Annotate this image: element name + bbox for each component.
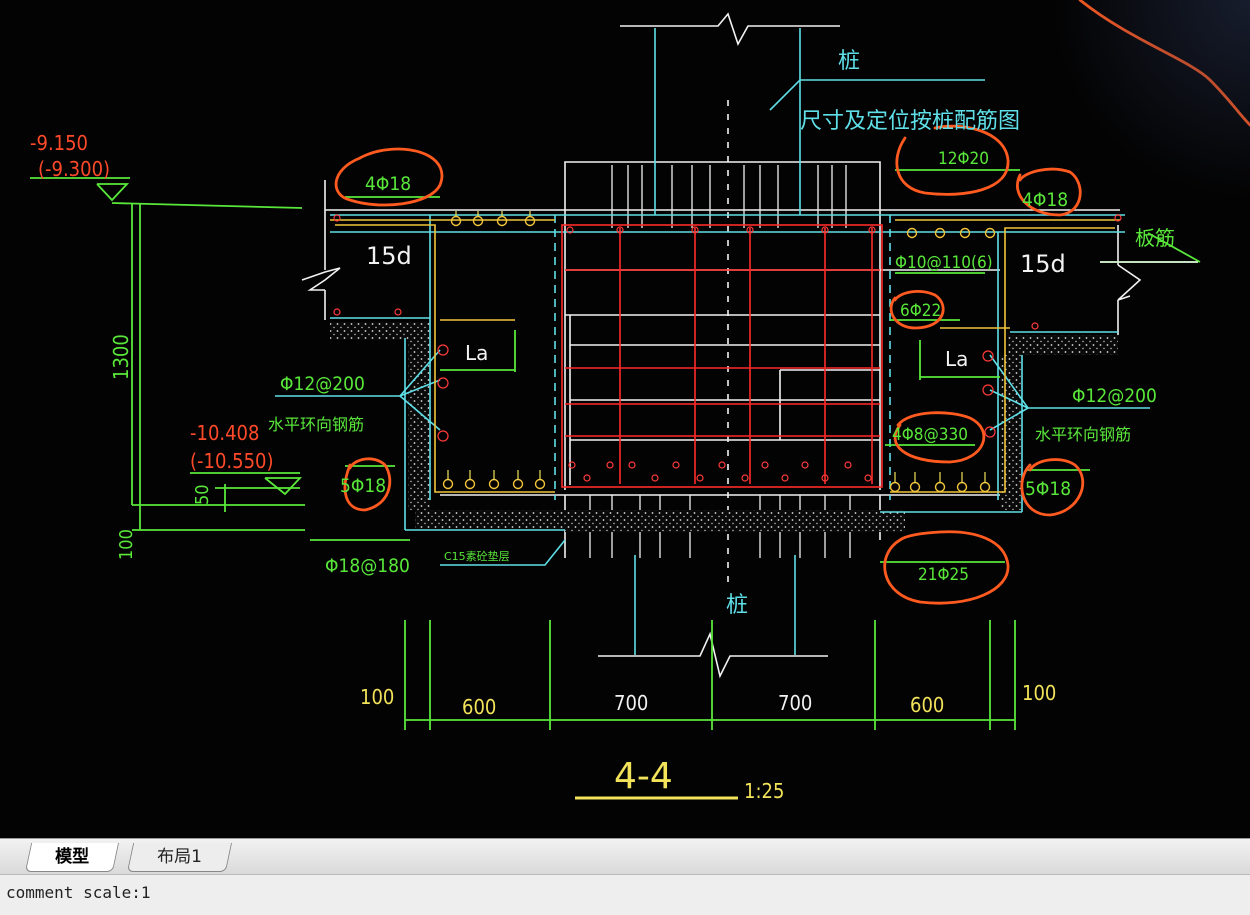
green-dimensions <box>30 169 1201 730</box>
command-line-text: comment scale:1 <box>6 883 151 902</box>
dim-bottom-5: 100 <box>1022 681 1056 705</box>
la-left: La <box>465 341 488 365</box>
elevation-bottom-2: (-10.550) <box>190 449 273 473</box>
dim-bottom-0: 100 <box>360 685 394 709</box>
dim-bottom-2: 700 <box>614 691 648 715</box>
section-scale: 1:25 <box>744 779 784 803</box>
waist-bar-label: 6Φ22 <box>900 301 941 321</box>
cad-model-space[interactable]: 桩 尺寸及定位按桩配筋图 桩 -9.150 (-9.300) -10.408 (… <box>0 0 1250 838</box>
section-title: 4-4 <box>614 756 673 797</box>
top-stirrup-ticks <box>589 165 851 558</box>
cushion-label: C15素砼垫层 <box>444 549 510 563</box>
elevation-top-1: -9.150 <box>30 131 88 155</box>
tab-layout1[interactable]: 布局1 <box>126 843 232 872</box>
bottom-bar-spacing-label: Φ18@180 <box>325 555 410 577</box>
tab-model[interactable]: 模型 <box>24 843 120 872</box>
horiz-ring-label-right: 水平环向钢筋 <box>1035 425 1131 444</box>
web-bar-label: 4Φ8@330 <box>892 425 968 445</box>
pile-bottom-label: 桩 <box>726 593 748 618</box>
top-left-bar-label: 4Φ18 <box>365 173 411 195</box>
stirrup-label: Φ10@110(6) <box>895 253 993 273</box>
horiz-ring-label-left: 水平环向钢筋 <box>268 415 364 434</box>
yellow-rebars <box>330 219 1120 493</box>
anchor-15d-left: 15d <box>366 242 412 270</box>
tab-model-label: 模型 <box>55 847 90 867</box>
bottom-left-bar-label: 5Φ18 <box>340 475 386 497</box>
section-drawing: 桩 尺寸及定位按桩配筋图 桩 -9.150 (-9.300) -10.408 (… <box>30 0 1250 803</box>
command-line[interactable]: comment scale:1 <box>0 874 1250 915</box>
dim-bottom-4: 600 <box>910 693 944 717</box>
bottom-right-bar-label: 5Φ18 <box>1025 478 1071 500</box>
layout-tab-bar: 模型 布局1 <box>0 838 1250 875</box>
elevation-bottom-1: -10.408 <box>190 421 259 445</box>
concrete-hatch <box>330 322 1118 532</box>
top-right-bar-label: 4Φ18 <box>1022 189 1068 211</box>
pile-top-label: 桩 <box>838 49 860 74</box>
note-text: 尺寸及定位按桩配筋图 <box>800 109 1020 134</box>
horiz-ring-bar-left: Φ12@200 <box>280 373 365 395</box>
anchor-15d-right: 15d <box>1020 250 1066 278</box>
elevation-top-2: (-9.300) <box>38 157 110 181</box>
red-bar-dots <box>333 214 1122 482</box>
labels: 桩 尺寸及定位按桩配筋图 桩 -9.150 (-9.300) -10.408 (… <box>30 49 1175 803</box>
dimension-100-left: 100 <box>116 529 137 560</box>
tab-layout1-label: 布局1 <box>157 847 202 867</box>
la-right: La <box>945 347 968 371</box>
red-rebar-cage <box>561 224 883 488</box>
slab-rebar-label: 板筋 <box>1135 226 1175 250</box>
top-mid-bar-label: 12Φ20 <box>938 149 989 169</box>
break-lines <box>301 12 1142 679</box>
dim-bottom-3: 700 <box>778 691 812 715</box>
bottom-mid-bar-label: 21Φ25 <box>918 565 969 585</box>
dimension-height: 1300 <box>109 334 133 380</box>
horiz-ring-bar-right: Φ12@200 <box>1072 385 1157 407</box>
dimension-50: 50 <box>192 484 213 505</box>
dim-bottom-1: 600 <box>462 695 496 719</box>
cyan-lines <box>275 28 1150 655</box>
